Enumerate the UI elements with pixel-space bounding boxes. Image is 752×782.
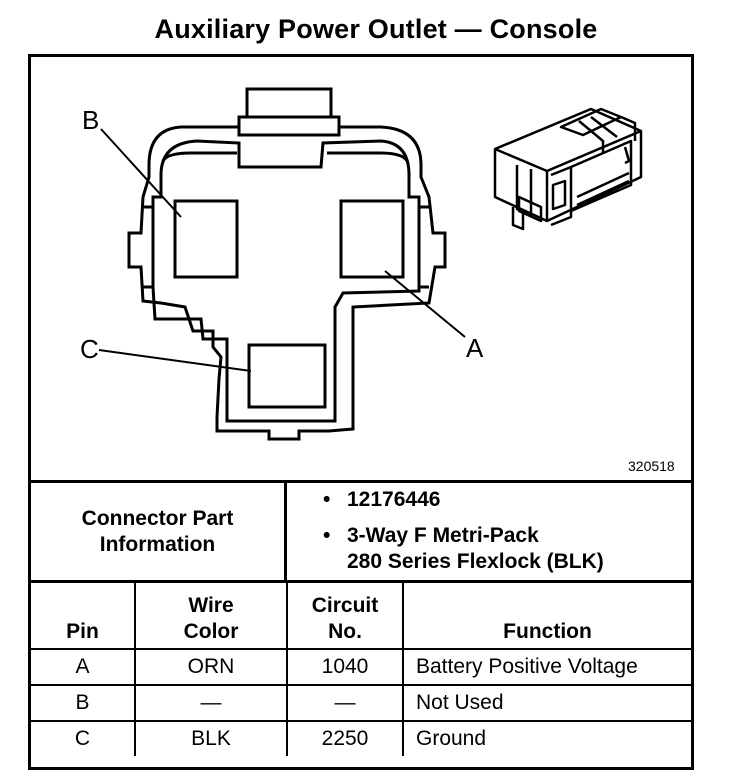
page-title: Auxiliary Power Outlet — Console [154, 14, 598, 44]
diagram-frame [28, 54, 694, 770]
callout-a: A [466, 333, 484, 363]
header-pin-label: Pin [66, 620, 99, 643]
pin-cell: A [31, 648, 136, 686]
header-circuit-line1: Circuit [311, 594, 379, 617]
leader-a [384, 270, 466, 338]
connector-desc-line2: 280 Series Flexlock (BLK) [347, 550, 604, 573]
header-circuit: Circuit No. [286, 580, 404, 650]
table-header-row: Pin Wire Color Circuit No. Function [31, 580, 691, 650]
connector-info-label: Connector Part Information [31, 483, 287, 580]
function-cell: Battery Positive Voltage [402, 648, 691, 686]
pinout-table: Pin Wire Color Circuit No. Function A OR… [31, 580, 691, 756]
connector-desc-line1: 3-Way F Metri-Pack [347, 524, 539, 547]
cavity-b [173, 199, 239, 279]
header-pin: Pin [31, 580, 136, 650]
bullet-icon: • [323, 524, 331, 547]
wire-color-cell: ORN [134, 648, 288, 686]
callout-b: B [82, 105, 100, 135]
table-row: B — — Not Used [31, 684, 691, 722]
leader-c [98, 349, 252, 372]
cavity-c [247, 343, 327, 409]
header-circuit-line2: No. [328, 620, 362, 643]
header-wire-line2: Color [183, 620, 239, 643]
connector-latch [245, 87, 333, 119]
cavity-a [339, 199, 405, 279]
wire-color-cell: — [134, 684, 288, 722]
figure-number: 320518 [628, 458, 675, 474]
table-row: C BLK 2250 Ground [31, 720, 691, 756]
circuit-cell: 2250 [286, 720, 404, 756]
header-function-label: Function [503, 620, 592, 643]
circuit-cell: — [286, 684, 404, 722]
header-function: Function [402, 580, 691, 650]
connector-info-label-line2: Information [99, 532, 216, 556]
callout-c: C [80, 334, 99, 364]
pin-cell: B [31, 684, 136, 722]
bullet-icon: • [323, 488, 331, 511]
connector-housing-outline [127, 125, 447, 441]
wire-color-cell: BLK [134, 720, 288, 756]
header-wire-color: Wire Color [134, 580, 288, 650]
function-cell: Ground [402, 720, 691, 756]
part-number: 12176446 [347, 488, 441, 511]
connector-iso-view [493, 107, 643, 231]
connector-diagram [98, 87, 643, 441]
function-cell: Not Used [402, 684, 691, 722]
leader-b [100, 128, 182, 218]
connector-info-section: Connector Part Information • 12176446 • … [31, 480, 691, 580]
connector-info-label-line1: Connector Part [81, 506, 234, 530]
pin-cell: C [31, 720, 136, 756]
table-row: A ORN 1040 Battery Positive Voltage [31, 648, 691, 686]
header-wire-line1: Wire [188, 594, 234, 617]
connector-info-values: • 12176446 • 3-Way F Metri-Pack 280 Seri… [287, 483, 691, 580]
circuit-cell: 1040 [286, 648, 404, 686]
